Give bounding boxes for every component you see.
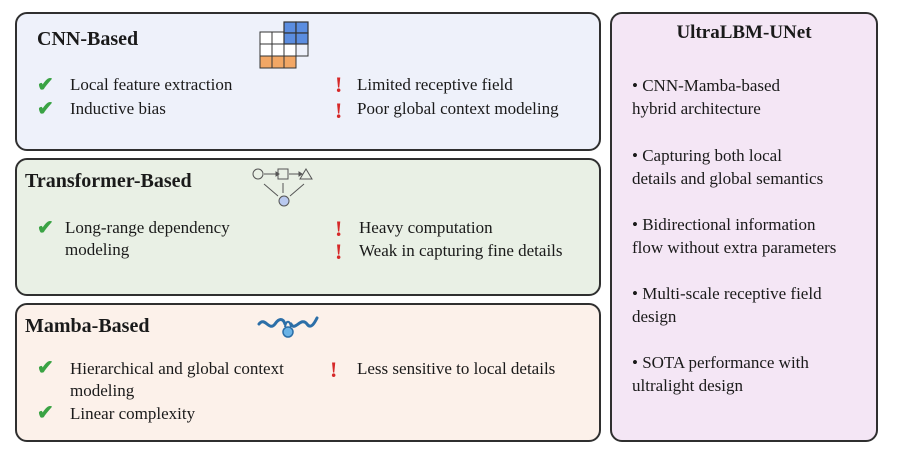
- snake-wave-icon: [257, 316, 319, 338]
- mamba-con-1: Less sensitive to local details: [357, 359, 556, 378]
- mamba-title: Mamba-Based: [25, 315, 150, 337]
- ultralbm-panel: UltraLBM-UNet • CNN-Mamba-based hybrid a…: [610, 12, 878, 442]
- attention-graph-icon: [252, 168, 313, 207]
- check-icon: ✔: [37, 357, 54, 379]
- warning-icon: !: [335, 216, 343, 241]
- check-icon: ✔: [37, 98, 54, 120]
- mamba-panel: Mamba-Based ✔ Hierarchical and global co…: [15, 303, 601, 442]
- cnn-panel: CNN-Based ✔ Local feature extraction ✔ I…: [15, 12, 601, 151]
- ultralbm-title: UltraLBM-UNet: [676, 22, 812, 43]
- cnn-con-1: Limited receptive field: [357, 75, 513, 94]
- cnn-con-2: Poor global context modeling: [357, 99, 559, 118]
- cnn-pro-1: Local feature extraction: [70, 75, 233, 94]
- ultralbm-point-3: • Bidirectional information flow without…: [632, 215, 837, 257]
- transformer-con-2: Weak in capturing fine details: [359, 241, 563, 260]
- grid-icon: [259, 21, 309, 69]
- transformer-panel: Transformer-Based ✔ Long-range dependenc…: [15, 158, 601, 296]
- cnn-title: CNN-Based: [37, 28, 139, 50]
- ultralbm-point-4: • Multi-scale receptive field design: [632, 284, 822, 326]
- transformer-pro-1: Long-range dependency modeling: [65, 218, 230, 259]
- cnn-pro-2: Inductive bias: [70, 99, 166, 118]
- warning-icon: !: [330, 357, 338, 382]
- warning-icon: !: [335, 98, 343, 123]
- ultralbm-point-1: • CNN-Mamba-based hybrid architecture: [632, 76, 781, 118]
- transformer-title: Transformer-Based: [25, 170, 192, 192]
- ultralbm-point-5: • SOTA performance with ultralight desig…: [632, 353, 809, 395]
- mamba-pro-2: Linear complexity: [70, 404, 196, 423]
- ultralbm-point-2: • Capturing both local details and globa…: [632, 146, 824, 188]
- check-icon: ✔: [37, 402, 54, 424]
- mamba-pro-1: Hierarchical and global context modeling: [70, 359, 284, 400]
- transformer-con-1: Heavy computation: [359, 218, 493, 237]
- check-icon: ✔: [37, 74, 54, 96]
- warning-icon: !: [335, 239, 343, 264]
- check-icon: ✔: [37, 217, 54, 239]
- warning-icon: !: [335, 72, 343, 97]
